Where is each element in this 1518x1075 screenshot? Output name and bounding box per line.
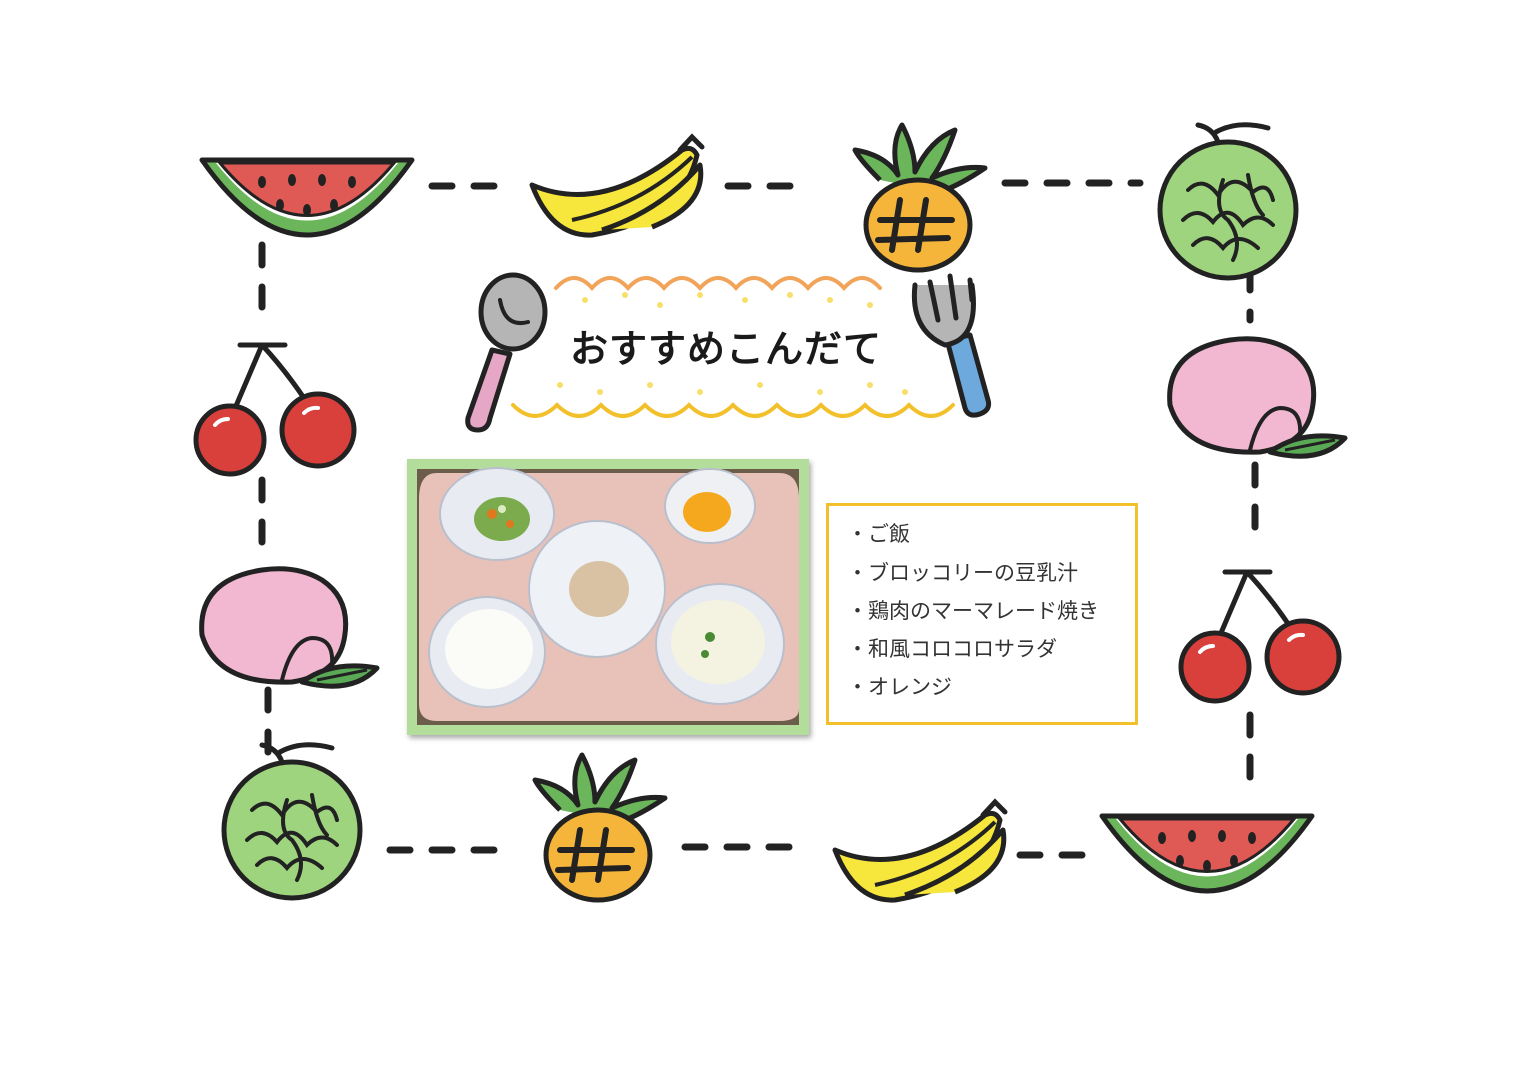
- menu-item: ・ご飯: [847, 522, 910, 546]
- menu-item: ・和風コロコロサラダ: [847, 637, 1057, 661]
- melon-icon: [1160, 125, 1296, 278]
- meal-photo: [407, 459, 809, 735]
- cherry-icon: [1181, 572, 1339, 701]
- spoon-icon: [465, 272, 548, 433]
- pineapple-icon: [535, 755, 665, 900]
- menu-list-box: ・ご飯 ・ブロッコリーの豆乳汁 ・鶏肉のマーマレード焼き ・和風コロコロサラダ …: [826, 503, 1138, 725]
- banana-icon: [835, 802, 1005, 900]
- meal-tray-image: [417, 467, 799, 725]
- pineapple-icon: [855, 125, 985, 270]
- title-banner: [511, 276, 955, 418]
- watermelon-icon: [1102, 816, 1312, 891]
- menu-item: ・鶏肉のマーマレード焼き: [847, 599, 1099, 623]
- peach-icon: [1170, 339, 1345, 456]
- menu-item: ・ブロッコリーの豆乳汁: [847, 561, 1078, 585]
- dashed-border-lines: [258, 179, 1259, 859]
- page-title: おすすめこんだて: [570, 327, 883, 371]
- peach-icon: [202, 569, 377, 686]
- watermelon-icon: [202, 160, 412, 235]
- banana-icon: [532, 137, 702, 235]
- fork-icon: [911, 273, 992, 418]
- cherry-icon: [196, 345, 354, 474]
- menu-item: ・オレンジ: [847, 675, 952, 699]
- melon-icon: [224, 745, 360, 898]
